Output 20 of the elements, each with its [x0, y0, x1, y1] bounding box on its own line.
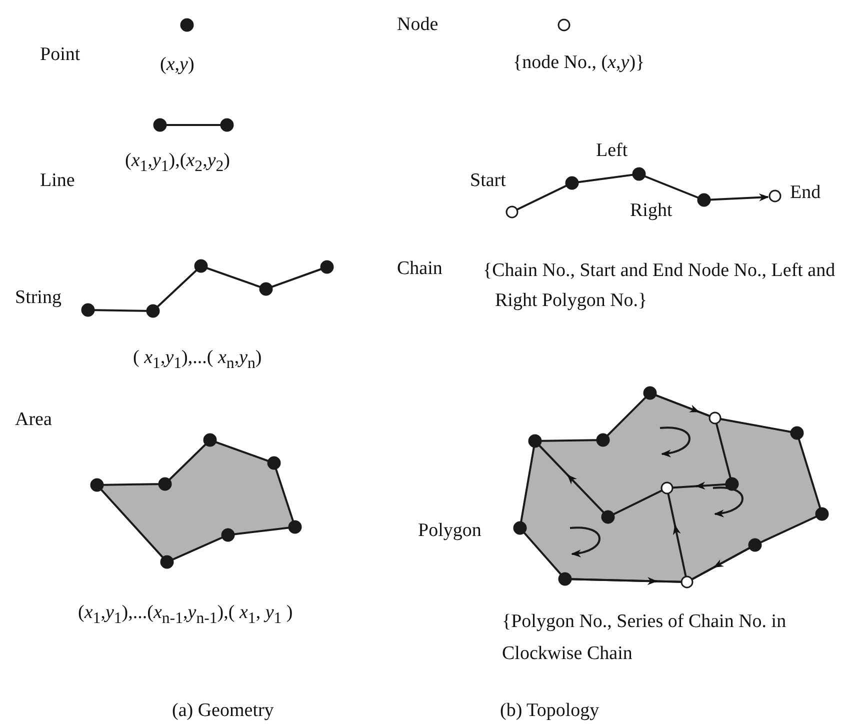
record-format-text: {Polygon No., Series of Chain No. in Clockwise Chain — [502, 610, 788, 666]
chain-side-label: Left — [596, 139, 628, 163]
record-format-text: {Chain No., Start and End Node No., Left and Right Polygon No.} — [483, 259, 836, 313]
term-label: Area — [15, 408, 52, 432]
chain-end-label: End — [790, 181, 821, 205]
coordinate-label: (x$_{1}$,y$_{1}$),...(x$_{n-1}$,y$_{n-1}$),( x$_{1}$, y$_{1}$ ) — [78, 601, 293, 629]
term-label: Line — [40, 169, 75, 193]
coordinate-label: ( x$_{1}$,y$_{1}$),...( x$_{n}$,y$_{n}$) — [133, 346, 262, 374]
panel-caption: (b) Topology — [500, 699, 600, 723]
chain-side-label: Right — [630, 199, 672, 223]
chain-end-label: Start — [470, 169, 506, 193]
coordinate-label: (x$_{1}$,y$_{1}$),(x$_{2}$,y$_{2}$) — [125, 149, 230, 177]
coordinate-label: (x,y) — [160, 53, 194, 77]
term-label: Chain — [397, 257, 442, 281]
term-label: Polygon — [418, 519, 482, 543]
term-label: String — [15, 286, 62, 310]
term-label: Point — [40, 43, 80, 67]
term-label: Node — [397, 13, 438, 37]
record-format-text: {node No., (x,y)} — [513, 51, 645, 75]
panel-caption: (a) Geometry — [172, 699, 274, 723]
